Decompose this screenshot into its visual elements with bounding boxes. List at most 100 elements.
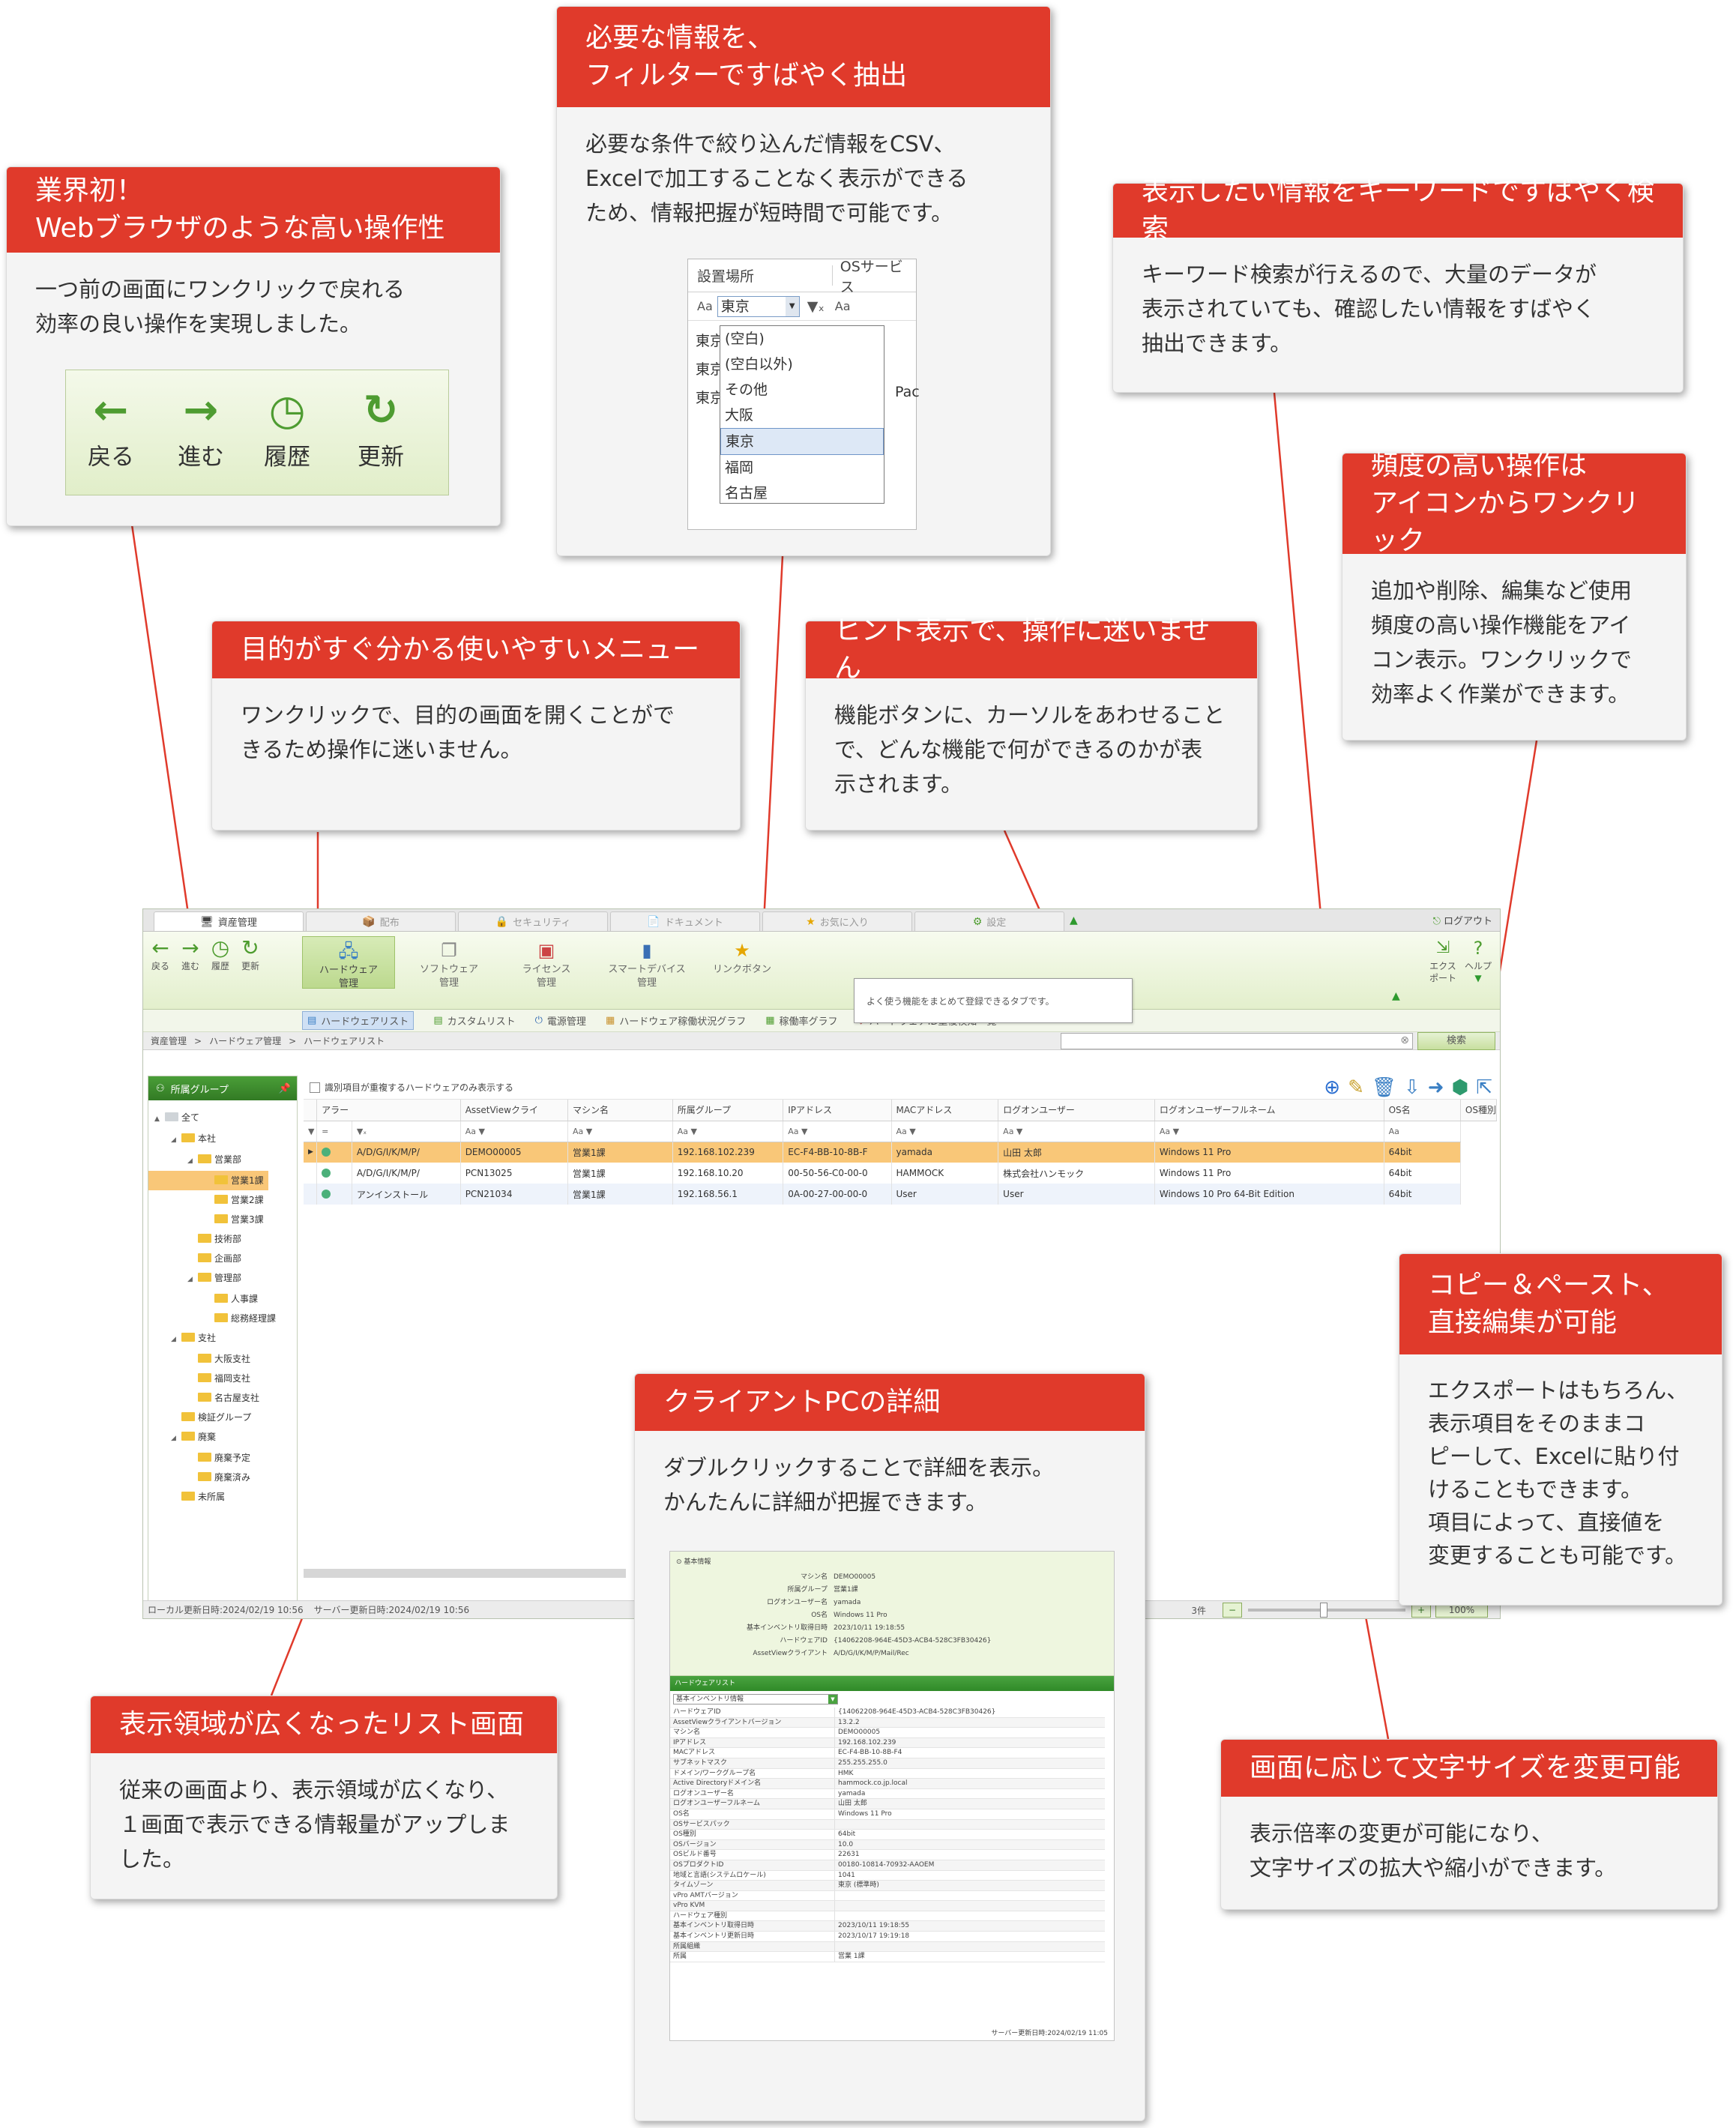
zoom-out-button[interactable]: − <box>1223 1603 1242 1618</box>
breadcrumb-item[interactable]: 資産管理 <box>151 1036 187 1046</box>
table-cell[interactable]: 山田 太郎 <box>998 1142 1155 1163</box>
horizontal-scrollbar[interactable] <box>304 1569 626 1578</box>
text-filter-icon[interactable]: Aa ▼ <box>1154 1121 1384 1142</box>
expand-icon[interactable]: ◢ <box>171 1435 176 1442</box>
text-filter-icon[interactable]: Aa ▼ <box>998 1121 1155 1142</box>
filter-option[interactable]: 大阪 <box>725 407 754 424</box>
back-button[interactable]: ←戻る <box>148 936 173 972</box>
download-icon[interactable]: ⇩ <box>1403 1076 1420 1099</box>
chevron-down-icon[interactable]: ▼ <box>1474 973 1482 983</box>
collapse-up-icon[interactable]: ▲ <box>1070 914 1078 926</box>
tree-item[interactable]: 企画部 <box>148 1249 297 1268</box>
tab-favorites[interactable]: ★お気に入り <box>762 911 912 931</box>
equals-icon[interactable]: = <box>316 1121 352 1142</box>
table-cell[interactable]: アンインストール <box>352 1184 461 1205</box>
collapse-ribbon-icon[interactable]: ▲ <box>1392 990 1400 1002</box>
table-cell[interactable]: EC-F4-BB-10-8B-F <box>783 1142 892 1163</box>
tree-item[interactable]: 廃棄予定 <box>148 1448 297 1468</box>
table-cell[interactable]: A/D/G/I/K/M/P/ <box>352 1142 461 1163</box>
tree-item[interactable]: 検証グループ <box>148 1408 297 1427</box>
menu-software[interactable]: ❐ソフトウェア管理 <box>403 936 495 989</box>
text-filter-icon[interactable]: Aa ▼ <box>567 1121 673 1142</box>
table-cell[interactable]: 営業1課 <box>567 1163 673 1184</box>
delete-icon[interactable]: 🗑 <box>1371 1076 1396 1099</box>
edit-icon[interactable]: ✎ <box>1348 1076 1364 1099</box>
tree-item[interactable]: 人事課 <box>148 1289 297 1309</box>
column-header[interactable]: AssetViewクライ <box>460 1100 568 1121</box>
tab-settings[interactable]: ⚙設定 <box>914 911 1064 931</box>
search-input[interactable]: ⊗ <box>1061 1033 1413 1049</box>
filter-option-selected[interactable]: 東京 <box>720 428 884 455</box>
tree-item[interactable]: ◢管理部 <box>148 1268 297 1289</box>
column-header[interactable]: マシン名 <box>567 1100 673 1121</box>
column-header[interactable]: OS種別 <box>1460 1100 1498 1121</box>
tree-item[interactable]: 未所属 <box>148 1487 297 1507</box>
filter-option[interactable]: (空白) <box>725 331 765 347</box>
menu-smartdevice[interactable]: ▮スマートデバイス管理 <box>594 936 699 989</box>
table-cell[interactable]: A/D/G/I/K/M/P/ <box>352 1163 461 1184</box>
logout-button[interactable]: ⎋ ログアウト <box>1433 913 1492 927</box>
column-header[interactable]: ログオンユーザー <box>998 1100 1155 1121</box>
search-button[interactable]: 検索 <box>1417 1032 1495 1050</box>
table-cell[interactable]: 0A-00-27-00-00-0 <box>783 1184 892 1205</box>
text-filter-icon[interactable]: Aa ▼ <box>460 1121 568 1142</box>
column-header[interactable]: アラー <box>316 1100 461 1121</box>
help-button[interactable]: ?ヘルプ▼ <box>1461 936 1495 984</box>
expand-icon[interactable]: ◢ <box>171 1336 176 1343</box>
box-icon[interactable]: ⬢ <box>1451 1076 1469 1099</box>
expand-icon[interactable]: ◢ <box>187 1157 193 1165</box>
zoom-in-button[interactable]: + <box>1411 1603 1431 1618</box>
add-icon[interactable]: ⊕ <box>1324 1076 1341 1099</box>
table-cell[interactable]: User <box>998 1184 1155 1205</box>
zoom-slider[interactable] <box>1248 1603 1405 1618</box>
table-cell[interactable]: 64bit <box>1384 1163 1461 1184</box>
table-cell[interactable]: 64bit <box>1384 1184 1461 1205</box>
subtab-power[interactable]: ⏻電源管理 <box>535 1013 586 1028</box>
tree-item[interactable]: ◢廃棄 <box>148 1427 297 1448</box>
filter-option[interactable]: その他 <box>725 382 768 398</box>
table-cell[interactable]: Windows 11 Pro <box>1154 1142 1384 1163</box>
tab-document[interactable]: 📄ドキュメント <box>610 911 760 931</box>
forward-button[interactable]: →進む <box>178 936 203 972</box>
tree-item[interactable]: 福岡支社 <box>148 1369 297 1388</box>
tree-item[interactable]: 廃棄済み <box>148 1468 297 1487</box>
expand-icon[interactable]: ▲ <box>154 1115 160 1123</box>
table-cell[interactable]: yamada <box>891 1142 999 1163</box>
export-button[interactable]: ⇲エクスポート <box>1426 936 1459 984</box>
breadcrumb-item[interactable]: ハードウェア管理 <box>209 1036 282 1046</box>
column-header[interactable]: ログオンユーザーフルネーム <box>1154 1100 1384 1121</box>
expand-icon[interactable]: ◢ <box>171 1136 176 1144</box>
expand-icon[interactable]: ◢ <box>187 1276 193 1283</box>
subtab-custom-list[interactable]: ▤カスタムリスト <box>433 1013 515 1028</box>
table-cell[interactable]: PCN21034 <box>460 1184 568 1205</box>
table-cell[interactable]: 192.168.56.1 <box>672 1184 784 1205</box>
tree-item[interactable]: ◢本社 <box>148 1129 297 1150</box>
subtab-rate-graph[interactable]: ▦稼働率グラフ <box>765 1013 837 1028</box>
table-cell[interactable]: 営業1課 <box>567 1142 673 1163</box>
filter-option[interactable]: 福岡 <box>725 459 754 476</box>
table-cell[interactable]: Windows 10 Pro 64-Bit Edition <box>1154 1184 1384 1205</box>
tree-item[interactable]: ▲全て <box>148 1108 297 1129</box>
tree-item[interactable]: ◢支社 <box>148 1328 297 1349</box>
collapse-icon[interactable]: ⊙ <box>676 1558 684 1566</box>
menu-license[interactable]: ▣ライセンス管理 <box>500 936 593 989</box>
column-header[interactable]: MACアドレス <box>891 1100 999 1121</box>
clear-filter-icon[interactable]: ▼ₓ <box>807 298 825 315</box>
table-cell[interactable]: HAMMOCK <box>891 1163 999 1184</box>
table-cell[interactable]: 営業1課 <box>567 1184 673 1205</box>
tab-distribute[interactable]: 📦配布 <box>306 911 456 931</box>
history-button[interactable]: ◷履歴 <box>208 936 233 972</box>
dropdown-arrow-icon[interactable]: ▼ <box>828 1695 837 1704</box>
arrow-right-icon[interactable]: ➜ <box>1427 1076 1444 1099</box>
clear-icon[interactable]: ⊗ <box>1400 1034 1409 1046</box>
subtab-operation-graph[interactable]: ▦ハードウェア稼働状況グラフ <box>606 1013 746 1028</box>
text-filter-icon[interactable]: Aa ▼ <box>672 1121 784 1142</box>
filter-option[interactable]: 名古屋 <box>725 485 768 501</box>
tree-item[interactable]: 営業2課 <box>148 1190 297 1210</box>
tab-security[interactable]: 🔒セキュリティ <box>458 911 608 931</box>
text-filter-icon[interactable]: Aa ▼ <box>891 1121 999 1142</box>
table-cell[interactable]: PCN13025 <box>460 1163 568 1184</box>
column-header[interactable]: OS名 <box>1384 1100 1461 1121</box>
